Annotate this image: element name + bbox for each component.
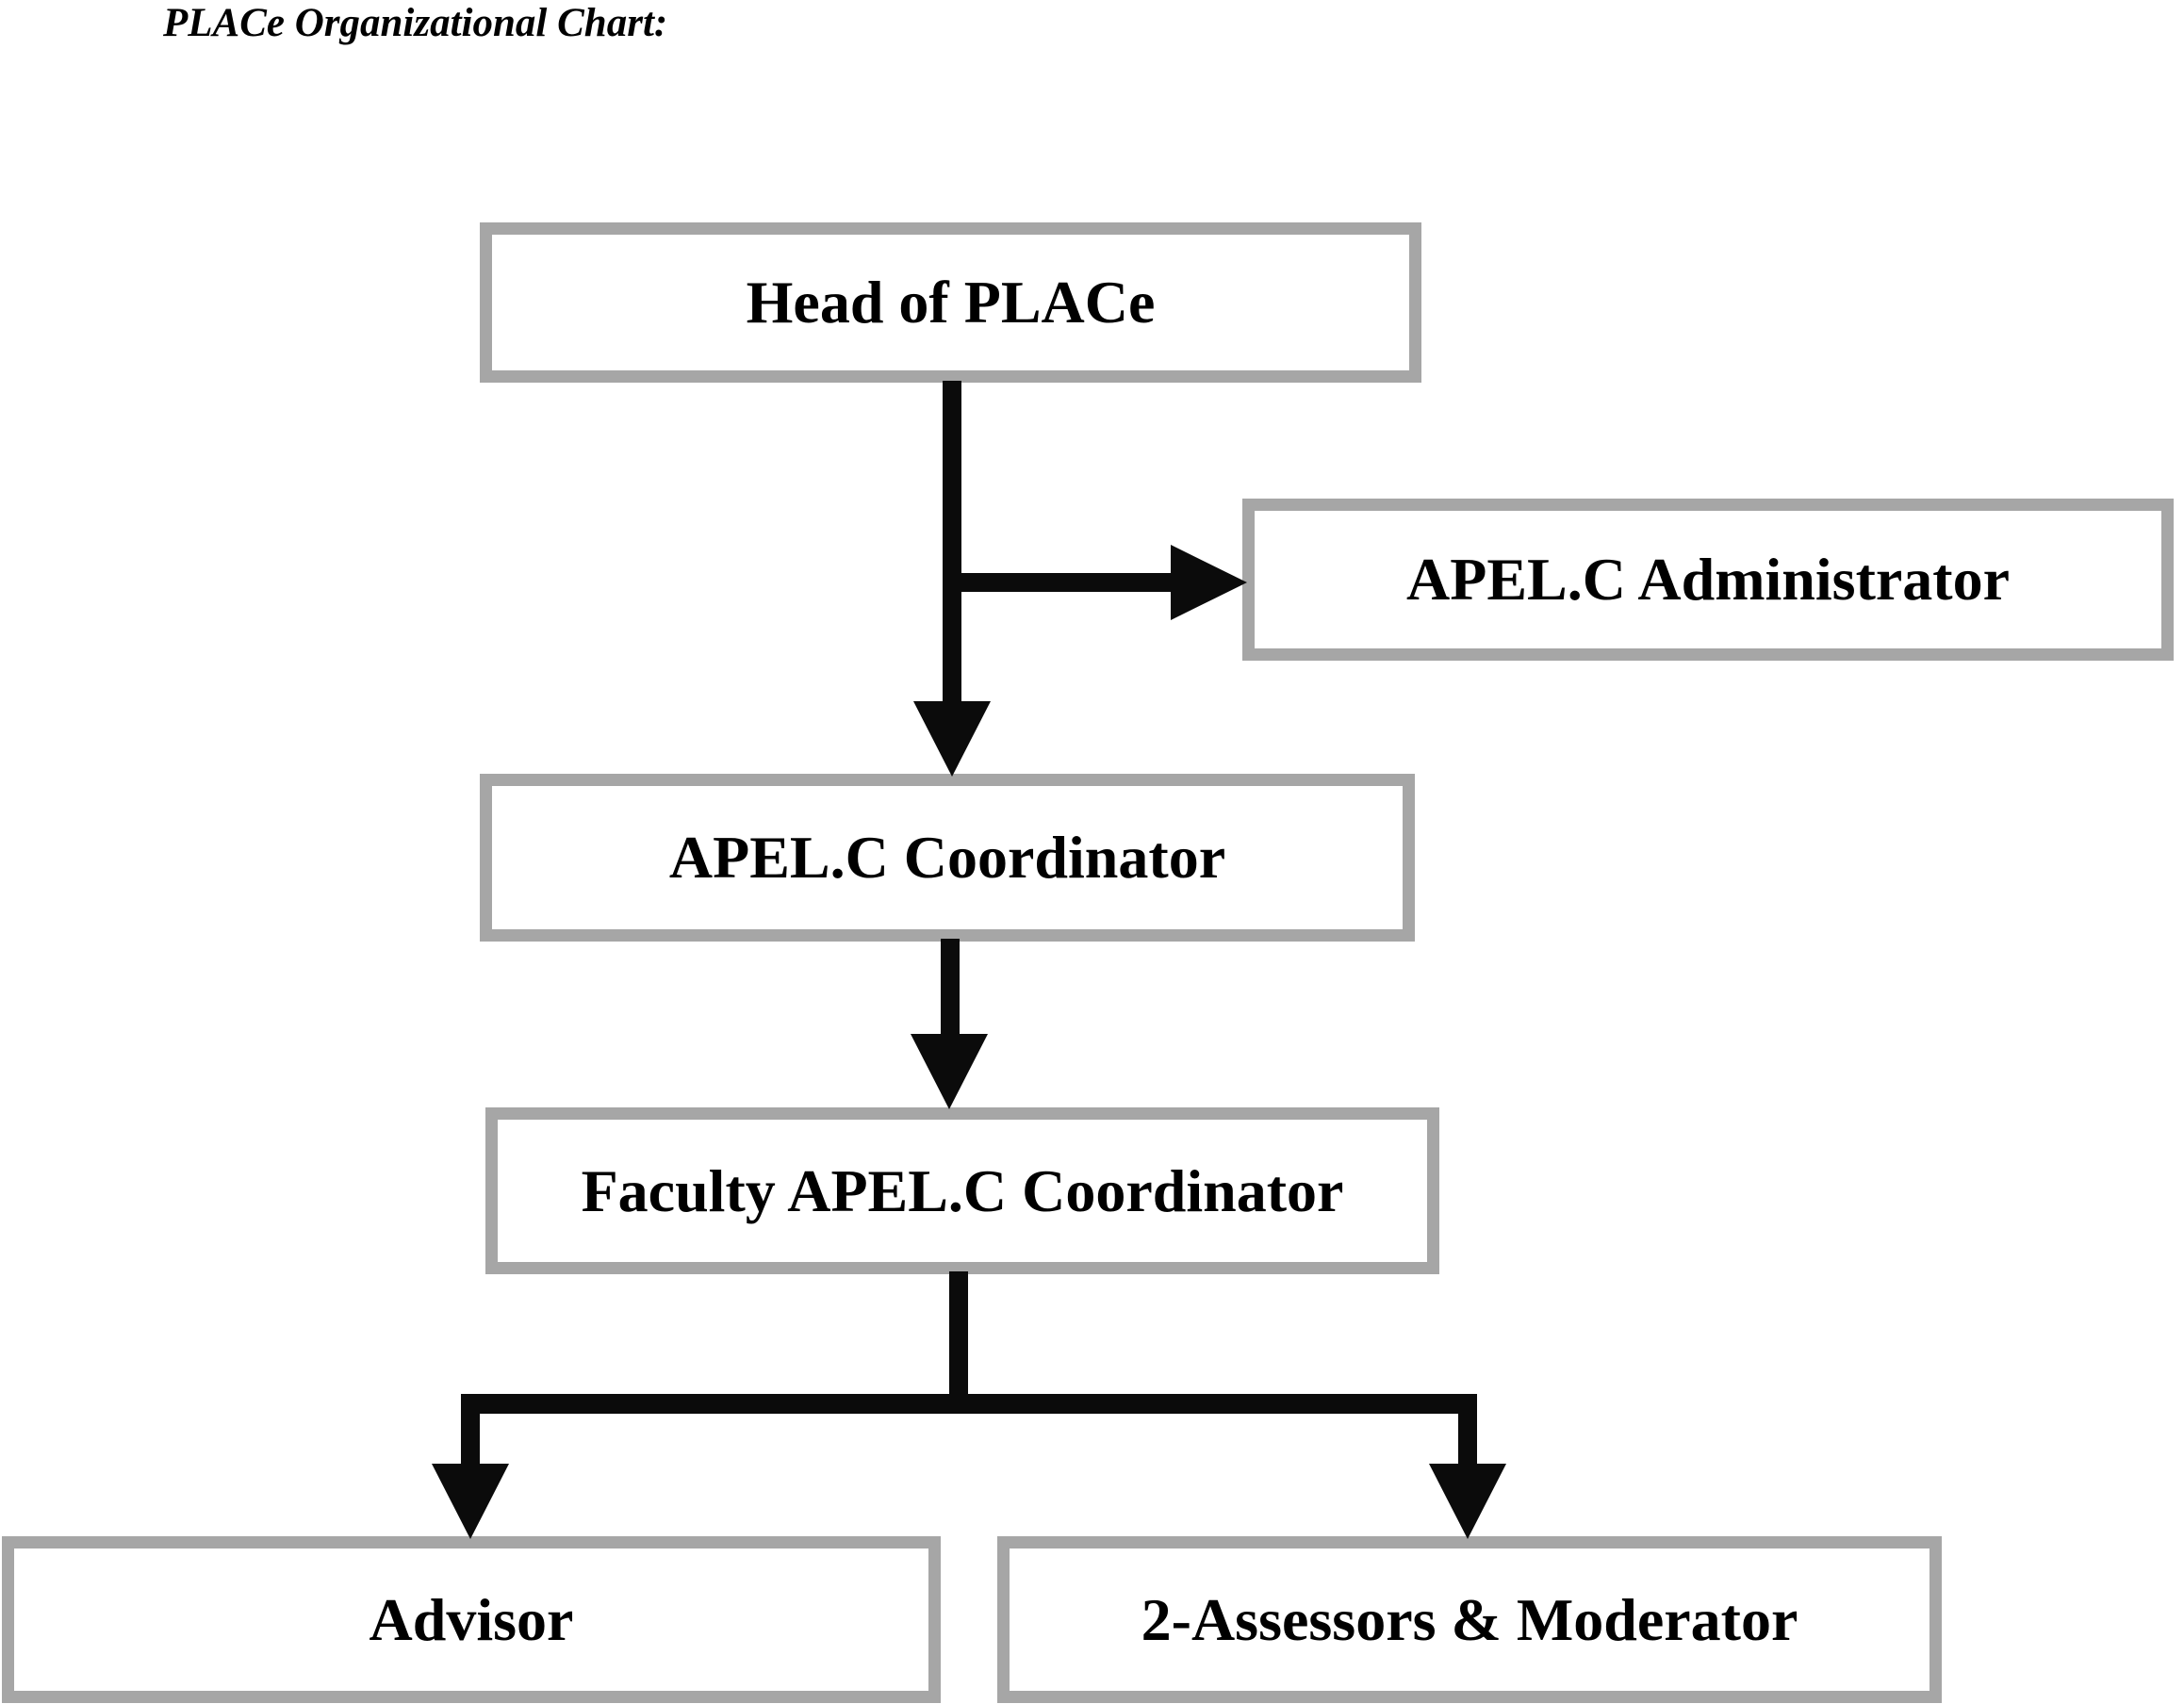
node-apelc-administrator: APEL.C Administrator xyxy=(1242,499,2174,661)
edge-faculty-to-assessors-line xyxy=(1458,1410,1477,1465)
edge-faculty-to-assessors-arrowhead-icon xyxy=(1429,1464,1506,1539)
edge-head-to-coordinator-arrowhead-icon xyxy=(913,701,991,777)
node-faculty-apelc-coordinator-label: Faculty APEL.C Coordinator xyxy=(581,1156,1344,1224)
edge-faculty-split-stem-line xyxy=(949,1271,968,1413)
page-title: PLACe Organizational Chart: xyxy=(163,1,668,45)
edge-faculty-to-advisor-line xyxy=(461,1410,480,1465)
node-head-of-place: Head of PLACe xyxy=(480,222,1421,383)
edge-coordinator-to-faculty-arrowhead-icon xyxy=(911,1034,988,1109)
node-apelc-administrator-label: APEL.C Administrator xyxy=(1406,546,2010,613)
edge-faculty-to-advisor-arrowhead-icon xyxy=(432,1464,509,1539)
edge-faculty-split-bar-line xyxy=(461,1394,1477,1414)
edge-head-to-administrator-arrowhead-icon xyxy=(1171,545,1247,620)
edge-coordinator-to-faculty-line xyxy=(941,939,960,1035)
node-advisor-label: Advisor xyxy=(369,1585,574,1653)
edge-head-to-administrator-line xyxy=(952,573,1172,592)
node-advisor: Advisor xyxy=(2,1536,941,1703)
node-head-of-place-label: Head of PLACe xyxy=(746,269,1156,336)
node-assessors-moderator-label: 2-Assessors & Moderator xyxy=(1141,1585,1798,1653)
edge-head-to-coordinator-line xyxy=(943,381,961,703)
node-faculty-apelc-coordinator: Faculty APEL.C Coordinator xyxy=(485,1107,1439,1274)
node-apelc-coordinator: APEL.C Coordinator xyxy=(480,774,1415,942)
node-apelc-coordinator-label: APEL.C Coordinator xyxy=(668,824,1226,891)
node-assessors-moderator: 2-Assessors & Moderator xyxy=(997,1536,1942,1703)
